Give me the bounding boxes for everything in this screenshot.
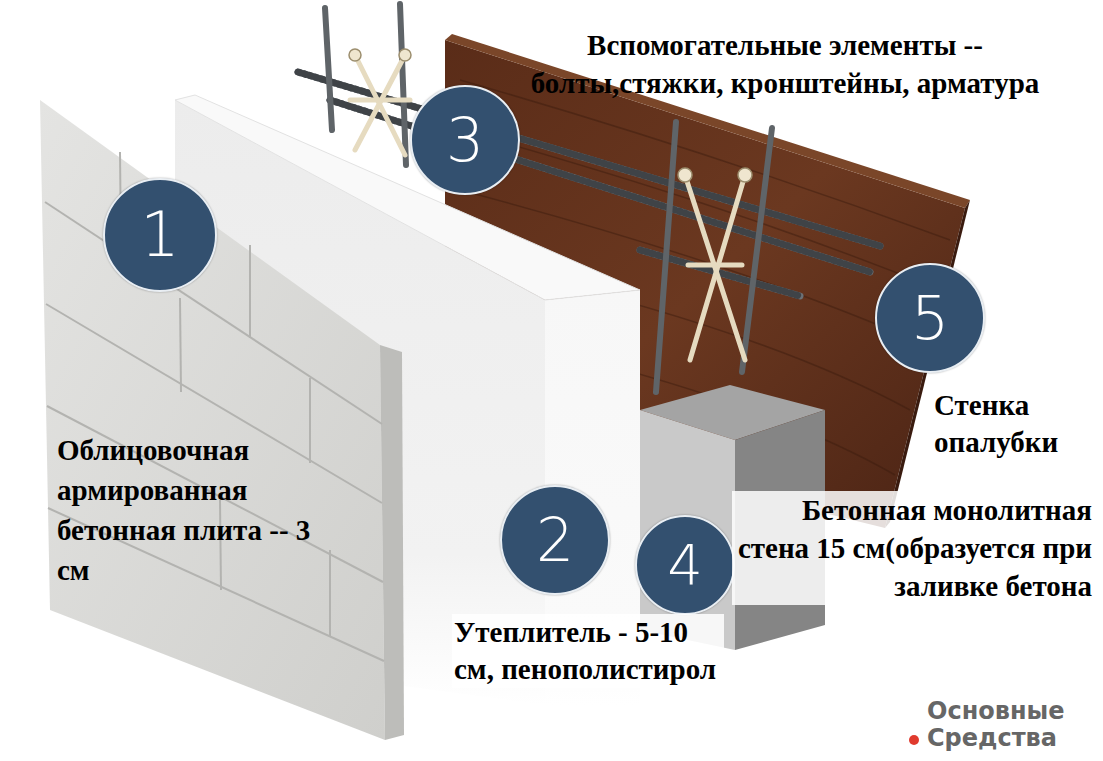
callout-number: 1 [140, 204, 179, 266]
watermark: Основные Средства [925, 698, 1100, 752]
stone-joints [45, 152, 384, 661]
callout-circle: 4 [635, 515, 735, 615]
callout-circle: 5 [875, 263, 985, 373]
callout-circle: 3 [410, 85, 520, 195]
facing-slab [40, 100, 385, 740]
stone-joint [309, 378, 311, 463]
tie-joint [678, 168, 692, 182]
callout-number: 2 [536, 510, 574, 570]
callout-circle: 1 [103, 178, 217, 292]
facing-slab-edge [380, 345, 404, 740]
rebar [325, 4, 772, 392]
tie-bracket [350, 55, 745, 360]
part-label: Утеплитель - 5-10 см, пенополистирол [452, 614, 724, 688]
rebar-rod [400, 4, 406, 165]
tie-joint [738, 168, 752, 182]
rebar-rod [742, 128, 772, 372]
tie-bar [685, 175, 745, 360]
callout-circle: 2 [500, 485, 610, 595]
part-label: Бетонная монолитная стена 15 см(образует… [732, 491, 1094, 605]
callout-number: 4 [667, 537, 703, 593]
stone-joint [46, 304, 382, 503]
stone-joint [180, 298, 181, 392]
tie-joint [399, 49, 411, 61]
tie-joint [349, 49, 361, 61]
part-label: Вспомогательные элементы -- болты,стяжки… [505, 26, 1065, 102]
tie-bar [688, 263, 742, 268]
stone-joint [249, 245, 251, 338]
watermark-dot [909, 735, 919, 745]
stone-joint [329, 550, 331, 636]
part-label: Облицовочная армированная бетонная плита… [55, 430, 340, 590]
part-label: Стенка опалубки [932, 387, 1092, 461]
tie-bar [350, 98, 410, 103]
tie-bar [355, 55, 405, 155]
callout-number: 3 [446, 110, 484, 170]
callout-number: 5 [911, 288, 949, 348]
rebar-rod [325, 8, 332, 130]
rebar-rod [656, 122, 676, 392]
